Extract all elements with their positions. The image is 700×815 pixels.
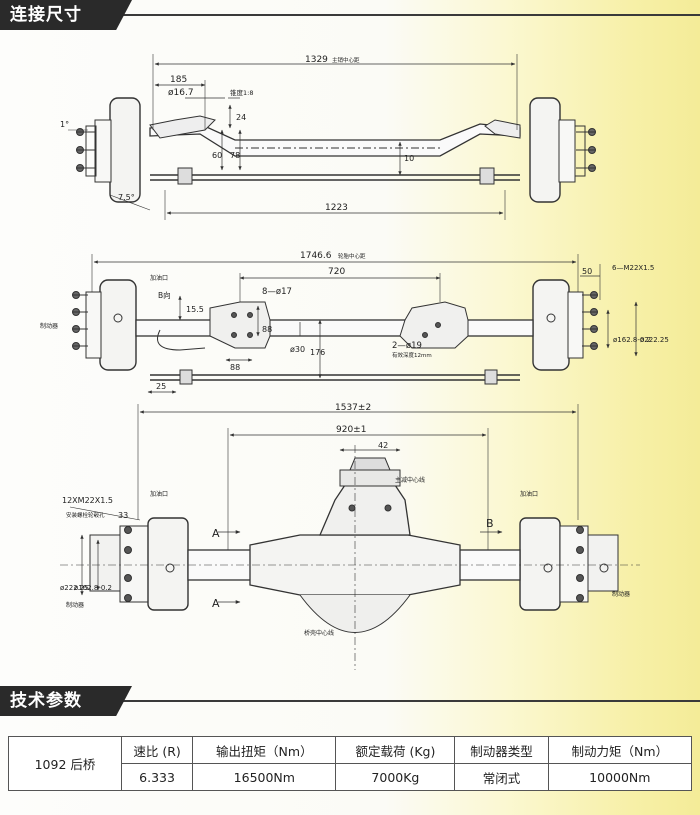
dim-1746-note: 轮胎中心距	[338, 252, 366, 260]
value-torque: 16500Nm	[192, 763, 337, 791]
technical-drawing: 1329 主销中心距 185 ø16.7 锥度1:8 24 60 78 10 1…	[40, 54, 669, 670]
dim-1329-note: 主销中心距	[332, 56, 360, 64]
section-banner-params: 技术参数	[0, 686, 700, 716]
section-a-top: A	[212, 527, 220, 540]
bolt-note: 安装螺栓轮毂孔	[66, 511, 105, 519]
dim-phi222-b: ø222.25	[60, 584, 89, 592]
view-b-label: B向	[158, 290, 171, 300]
table-row: 6.333 16500Nm 7000Kg 常闭式 10000Nm	[9, 763, 693, 791]
section-b: B	[486, 517, 494, 530]
dim-185: 185	[170, 75, 187, 85]
drawing-rear-axle-top	[72, 254, 638, 394]
dim-920: 920±1	[336, 425, 366, 435]
value-ratio: 6.333	[120, 763, 194, 791]
housing-center-label: 桥壳中心线	[304, 629, 334, 637]
model-cell: 1092 后桥	[8, 736, 122, 791]
stud-m22: 6—M22X1.5	[612, 264, 654, 272]
dim-25: 25	[156, 382, 166, 391]
dim-50: 50	[582, 267, 592, 276]
dim-42: 42	[378, 441, 388, 450]
brake-label-right: 制动器	[612, 590, 630, 598]
left-hub	[109, 97, 141, 203]
header-load: 额定载荷 (Kg)	[335, 736, 456, 764]
section-title-dimensions: 连接尺寸	[10, 5, 82, 25]
dim-24: 24	[236, 113, 246, 122]
spec-table: 1092 后桥 速比 (R) 输出扭矩（Nm） 额定载荷 (Kg) 制动器类型 …	[8, 736, 693, 791]
dim-1223: 1223	[325, 203, 348, 213]
dim-phi162-b: ø162.8-0.2	[74, 584, 112, 592]
table-row: 1092 后桥 速比 (R) 输出扭矩（Nm） 额定载荷 (Kg) 制动器类型 …	[8, 736, 693, 791]
dim-60: 60	[212, 151, 222, 160]
dim-1746-6: 1746.6	[300, 251, 332, 261]
dim-10: 10	[404, 154, 414, 163]
value-brake-type: 常闭式	[454, 763, 549, 791]
dim-phi222: ø222.25	[640, 336, 669, 344]
dim-phi30: ø30	[290, 345, 305, 354]
section-banner-dimensions: 连接尺寸	[0, 0, 700, 30]
oil-port-label: 加油口	[150, 274, 168, 282]
header-brake-torque: 制动力矩（Nm）	[547, 736, 693, 764]
value-brake-torque: 10000Nm	[547, 763, 693, 791]
hole-8-17: 8—ø17	[262, 287, 292, 297]
dim-33: 33	[118, 511, 128, 520]
banner-tab	[0, 686, 132, 716]
section-title-params: 技术参数	[10, 691, 82, 711]
section-a-bottom: A	[212, 597, 220, 610]
oil-port-left: 加油口	[150, 490, 168, 498]
dim-15-5: 15.5	[186, 305, 204, 314]
main-center-label: 主减中心线	[395, 476, 425, 484]
banner-rule	[118, 14, 700, 16]
taper-label: 锥度1:8	[230, 88, 253, 97]
header-brake-type: 制动器类型	[454, 736, 549, 764]
dim-88-vert: 88	[262, 325, 272, 334]
angle-7-5: 7.5°	[118, 193, 135, 202]
dim-720: 720	[328, 267, 345, 277]
dim-176: 176	[310, 348, 325, 357]
header-torque: 输出扭矩（Nm）	[192, 736, 337, 764]
angle-1: 1°	[60, 120, 69, 129]
hole-2-19-note: 有效深度12mm	[392, 351, 432, 359]
dim-1329: 1329	[305, 55, 328, 65]
dim-phi162: ø162.8-0.2	[613, 336, 651, 344]
brake-label: 制动器	[40, 322, 58, 330]
banner-rule	[118, 700, 700, 702]
dim-88: 88	[230, 363, 240, 372]
right-hub	[529, 97, 561, 203]
drawing-rear-axle-front	[60, 404, 640, 670]
stud-12xm22: 12XM22X1.5	[62, 496, 113, 505]
value-load: 7000Kg	[335, 763, 456, 791]
drawing-front-axle	[68, 54, 596, 220]
hole-2-19: 2—ø19	[392, 341, 422, 351]
dim-78: 78	[230, 151, 240, 160]
header-ratio: 速比 (R)	[120, 736, 194, 764]
brake-label-left: 制动器	[66, 601, 84, 609]
oil-port-right: 加油口	[520, 490, 538, 498]
dim-16-7: ø16.7	[168, 88, 194, 98]
dim-1537: 1537±2	[335, 403, 371, 413]
banner-tab	[0, 0, 132, 30]
